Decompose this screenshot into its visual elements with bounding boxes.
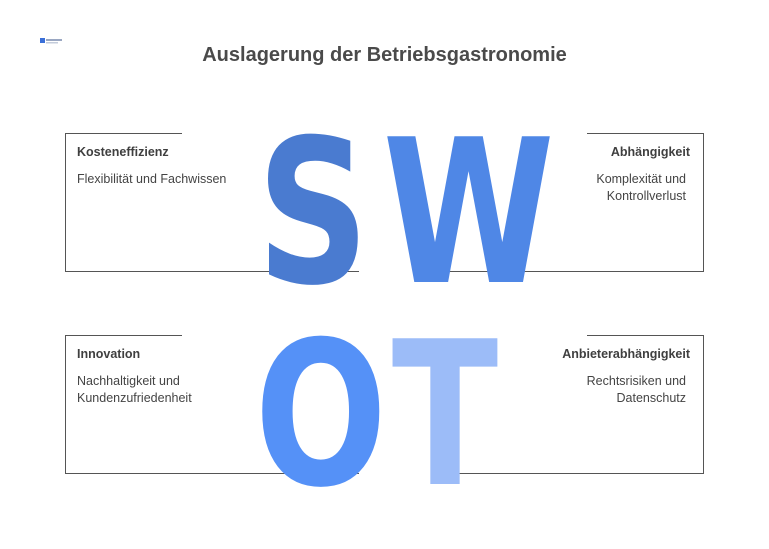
swot-letter-t: T <box>391 299 499 532</box>
strengths-box: Kosteneffizienz Flexibilität und Fachwis… <box>65 133 360 272</box>
strengths-text: Flexibilität und Fachwissen <box>77 172 227 186</box>
weaknesses-box-frame <box>440 133 704 272</box>
strengths-heading: Kosteneffizienz <box>77 145 169 159</box>
threats-heading: Anbieterabhängigkeit <box>562 347 690 361</box>
swot-letter-s: S <box>256 97 370 330</box>
threats-box: Anbieterabhängigkeit Rechtsrisiken und D… <box>440 335 704 474</box>
opportunities-text: Nachhaltigkeit und Kundenzufriedenheit <box>77 374 192 405</box>
opportunities-heading: Innovation <box>77 347 141 361</box>
opportunities-box: Innovation Nachhaltigkeit und Kundenzufr… <box>65 335 360 474</box>
strengths-box-frame <box>65 133 359 272</box>
weaknesses-heading: Abhängigkeit <box>610 145 690 159</box>
threats-box-frame <box>440 335 704 474</box>
page-title: Auslagerung der Betriebsgastronomie <box>202 44 567 66</box>
opportunities-box-frame <box>65 335 359 474</box>
swot-letter-o: O <box>254 299 388 532</box>
weaknesses-box: Abhängigkeit Komplexität und Kontrollver… <box>440 133 704 272</box>
threats-text: Rechtsrisiken und Datenschutz <box>586 374 686 405</box>
swot-letter-w: W <box>382 97 555 330</box>
brand-logo-icon <box>40 32 64 44</box>
weaknesses-text: Komplexität und Kontrollverlust <box>596 172 686 203</box>
